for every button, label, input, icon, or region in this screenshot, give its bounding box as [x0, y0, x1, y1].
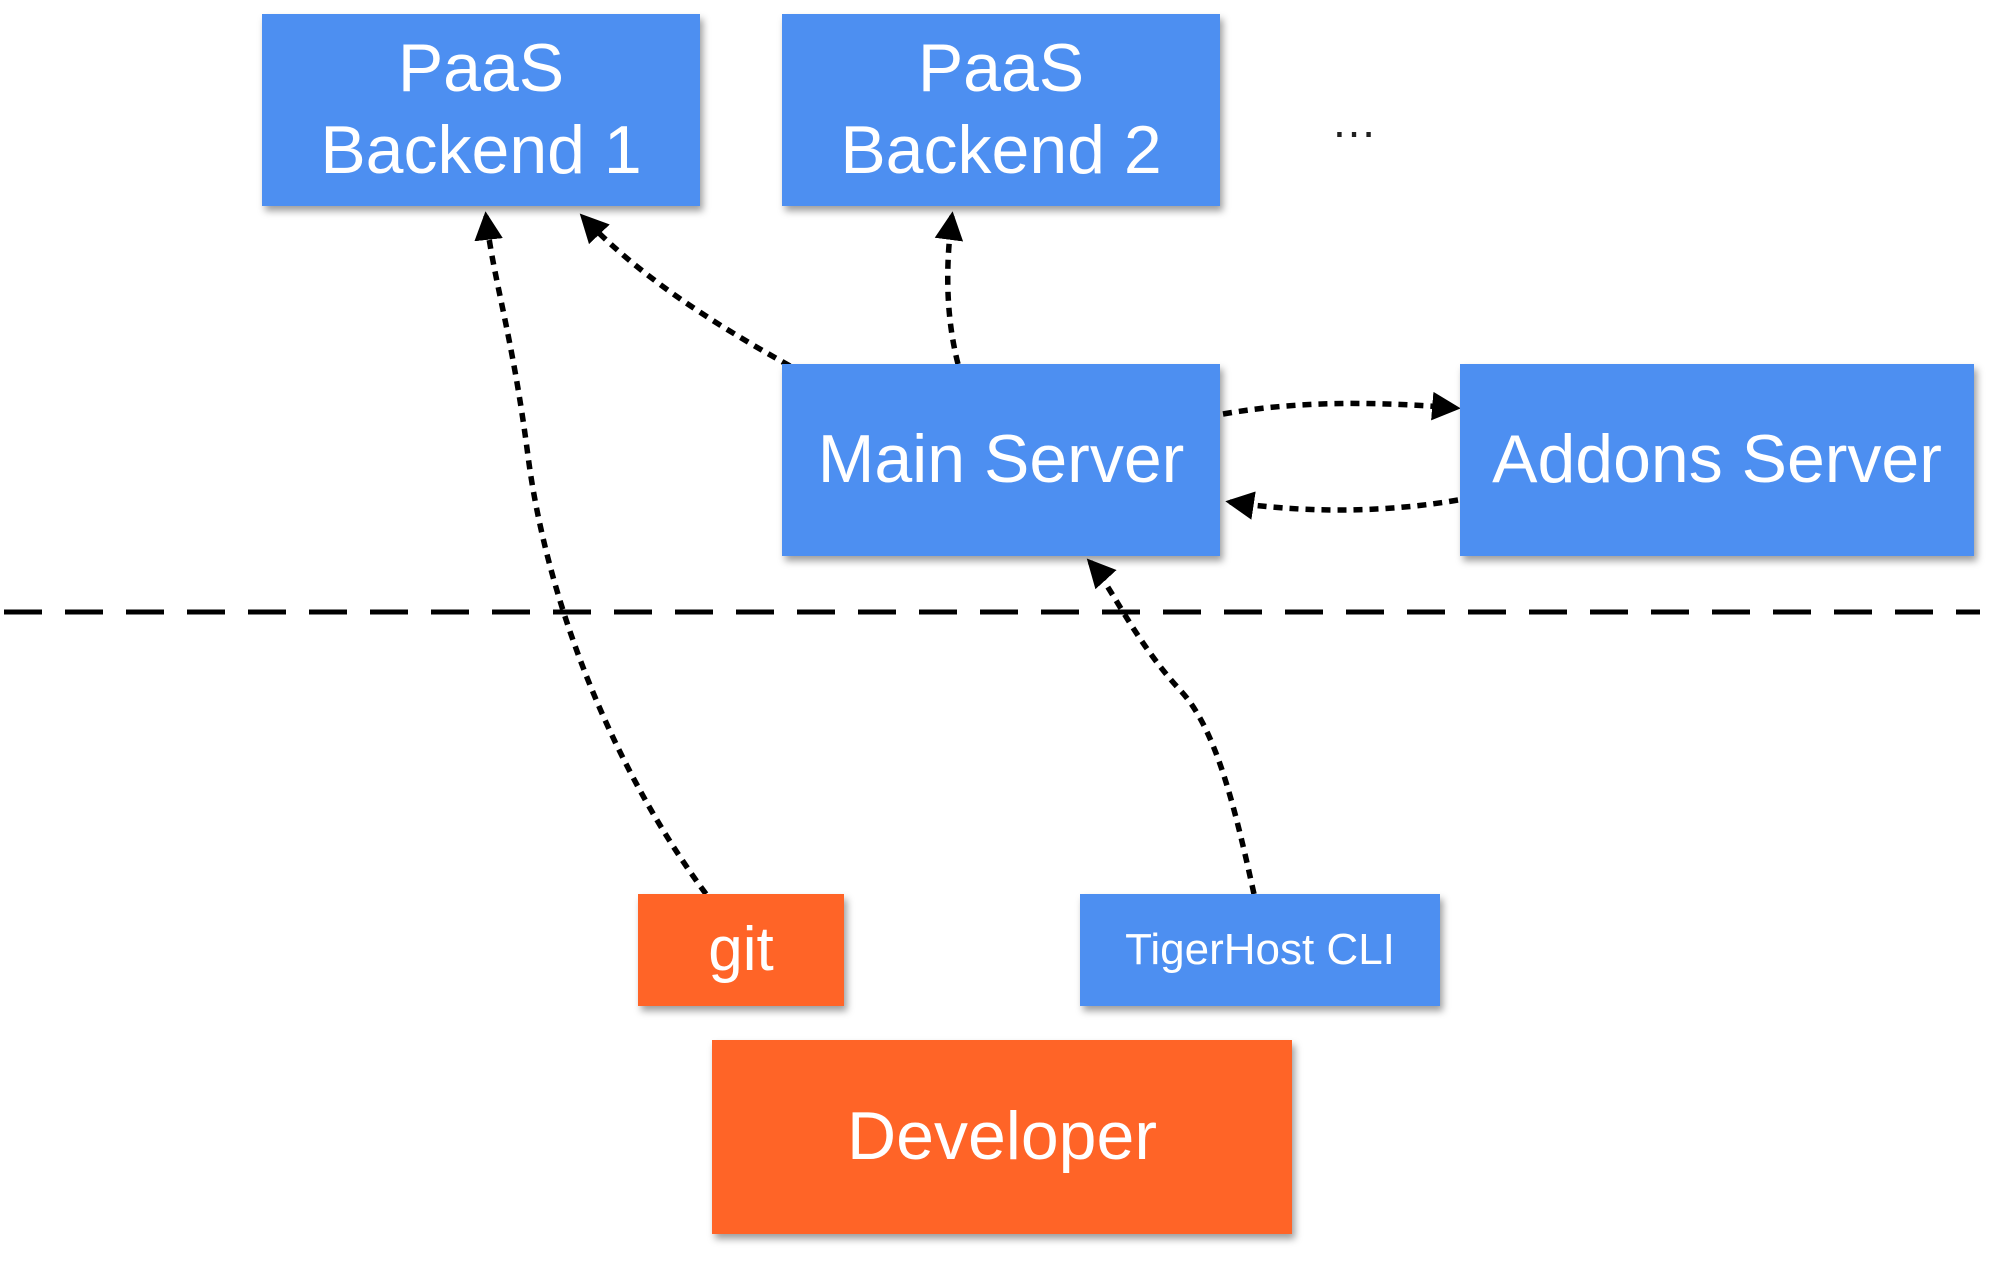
main-server-to-paas-backend-1-arrow: [579, 213, 792, 369]
git-to-paas-backend-1-arrow: [474, 211, 709, 896]
main-server-to-addons-server-arrow: [1222, 391, 1461, 421]
paas-backend-1-label: PaaS Backend 1: [320, 28, 641, 191]
main-server-box: Main Server: [782, 364, 1220, 556]
git-label: git: [708, 914, 774, 984]
paas-backend-1-line2: Backend 1: [320, 112, 642, 188]
developer-box: Developer: [712, 1040, 1292, 1234]
tigerhost-cli-label: TigerHost CLI: [1125, 924, 1395, 974]
addons-server-box: Addons Server: [1460, 364, 1974, 556]
addons-server-to-main-server-arrow: [1225, 491, 1459, 520]
tigerhost-cli-to-main-server-arrow: [1086, 558, 1257, 895]
paas-backend-2-line1: PaaS: [917, 30, 1085, 107]
tigerhost-cli-box: TigerHost CLI: [1080, 894, 1440, 1006]
more-backends-ellipsis: …: [1331, 95, 1377, 147]
paas-backend-2-box: PaaS Backend 2: [782, 14, 1220, 206]
paas-backend-2-label: PaaS Backend 2: [840, 28, 1161, 191]
addons-server-label: Addons Server: [1492, 421, 1942, 498]
git-box: git: [638, 894, 844, 1006]
paas-backend-1-line1: PaaS: [397, 30, 565, 107]
main-server-label: Main Server: [817, 421, 1185, 498]
main-server-to-paas-backend-2-arrow: [934, 211, 964, 365]
developer-label: Developer: [847, 1098, 1157, 1175]
paas-backend-1-box: PaaS Backend 1: [262, 14, 700, 206]
paas-backend-2-line2: Backend 2: [840, 112, 1162, 188]
